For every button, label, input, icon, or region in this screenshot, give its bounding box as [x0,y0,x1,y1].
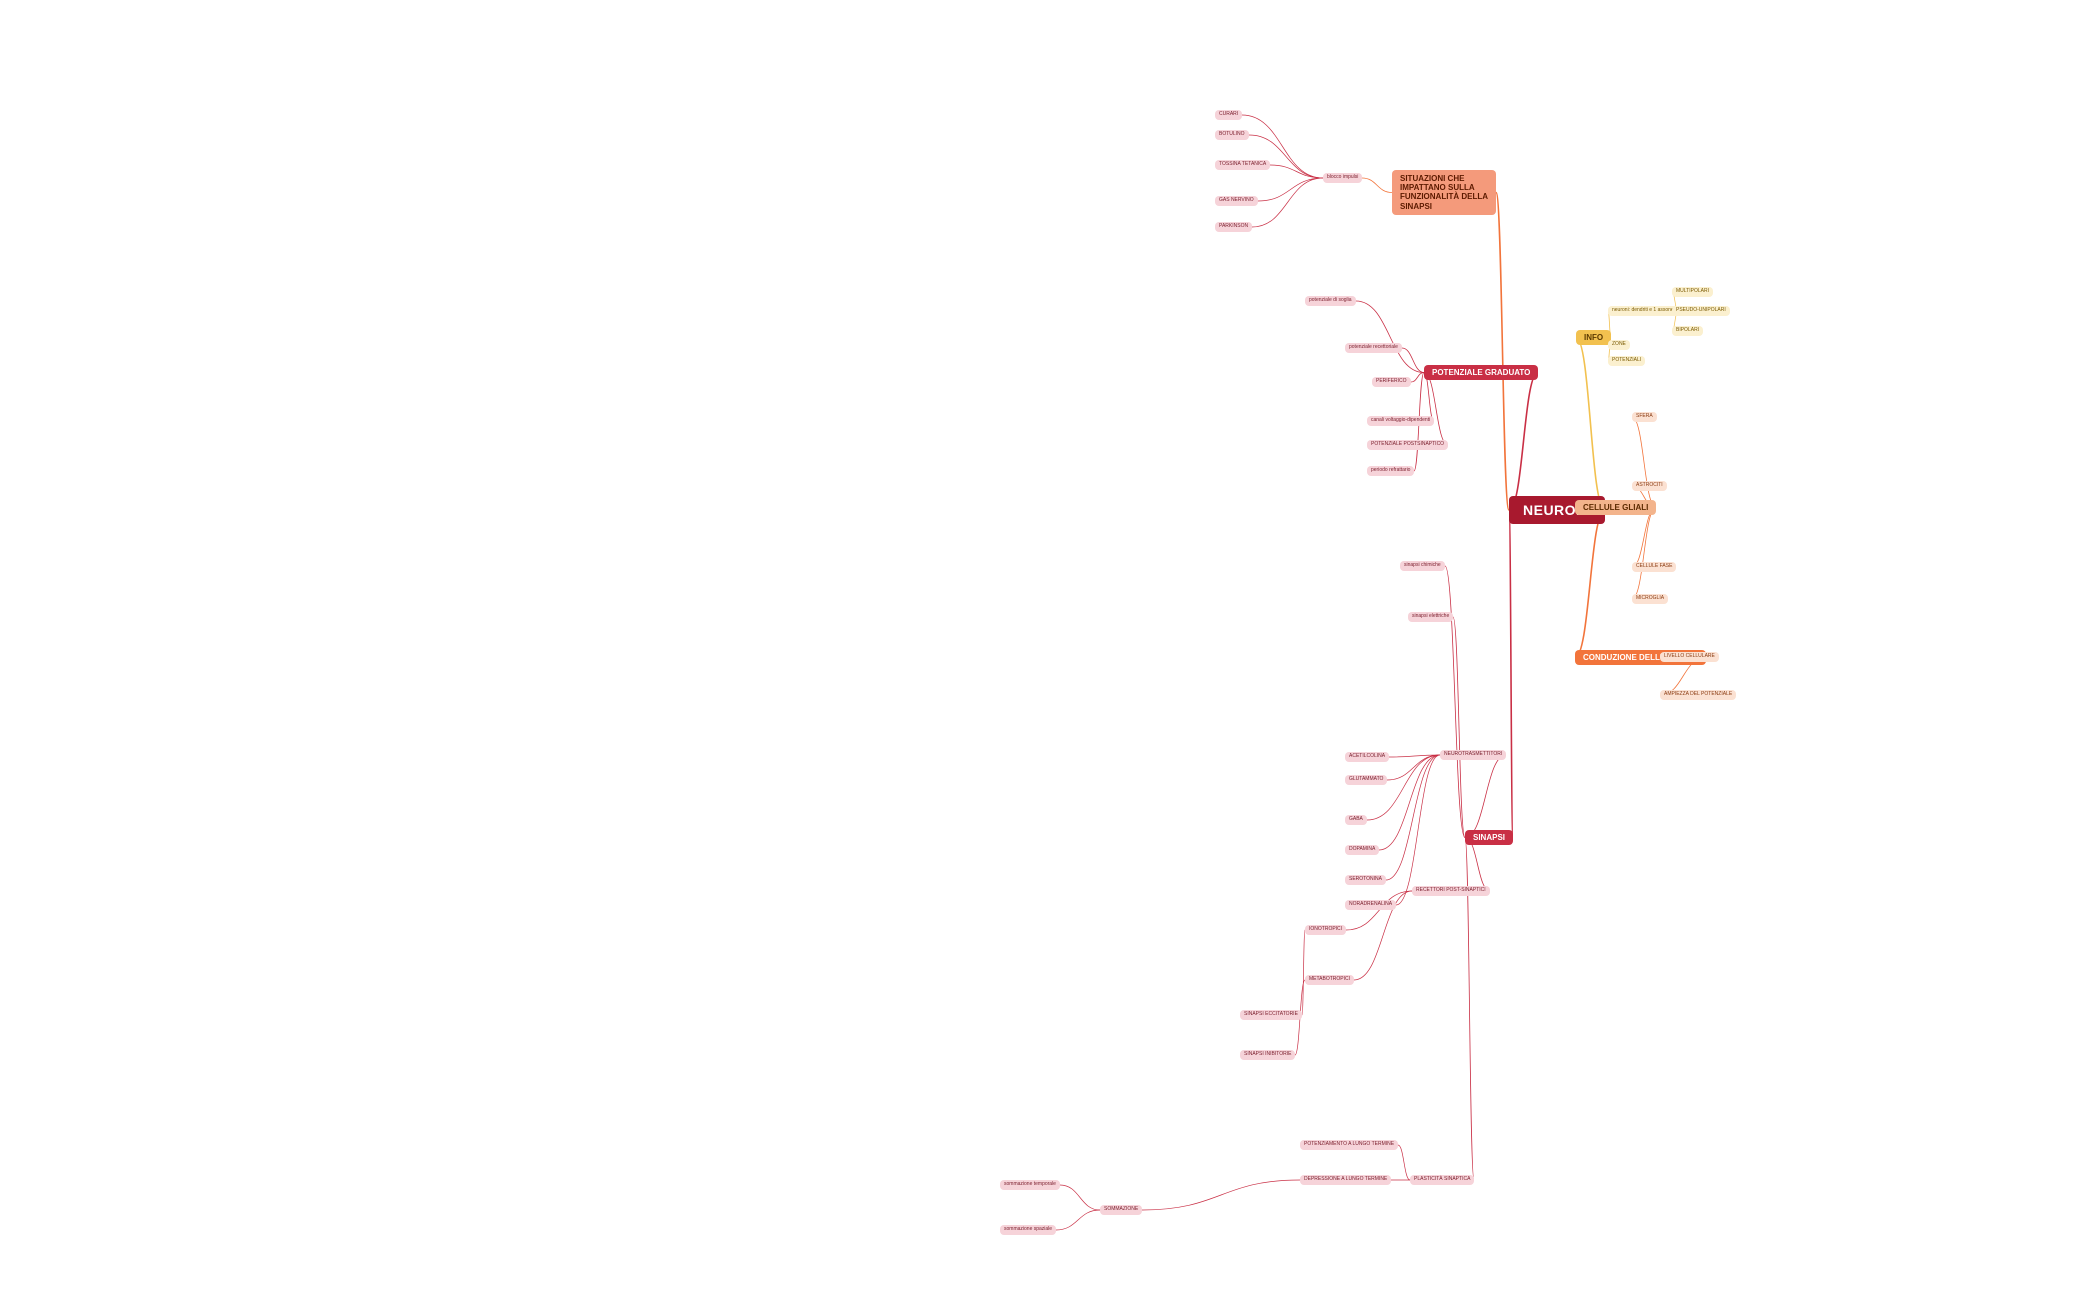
link-rec-1 [1353,890,1413,981]
link-situazioni-1 [1248,134,1324,179]
link-nt-2 [1366,754,1441,821]
situazioni-gas-nervino[interactable]: GAS NERVINO [1215,196,1258,206]
branch-info[interactable]: INFO [1576,330,1612,346]
situazioni-parkinson[interactable]: PARKINSON [1215,222,1253,232]
sinapsi-eccitatorie[interactable]: SINAPSI ECCITATORIE [1240,1010,1302,1020]
link-potenziale-1 [1401,347,1425,373]
sinapsi-recettori-post[interactable]: RECETTORI POST-SINAPTICI [1412,886,1490,896]
nt-glutammato[interactable]: GLUTAMMATO [1345,775,1388,785]
sinapsi-inibitorie[interactable]: SINAPSI INIBITORIE [1240,1050,1296,1060]
nt-noradrenalina[interactable]: NORADRENALINA [1345,900,1397,910]
plasticita-ltp[interactable]: POTENZIAMENTO A LUNGO TERMINE [1300,1140,1399,1150]
situazioni-curari[interactable]: CURARI [1215,110,1243,120]
link-center-conduzione [1574,509,1606,659]
link-rec-0 [1345,890,1413,931]
link-situazioni-2 [1269,164,1324,179]
link-center-sinapsi [1508,509,1514,839]
link-sinapsi-4 [1464,837,1475,1181]
link-nt-0 [1388,754,1441,758]
link-situazioni-3 [1257,177,1324,202]
potenziale-refrattario[interactable]: periodo refrattario [1367,466,1415,476]
link-center-situazioni [1495,191,1510,511]
info-pseudo-unipolari[interactable]: PSEUDO-UNIPOLARI [1672,306,1730,316]
link-sinapsi-0 [1444,565,1466,838]
branch-cellule-gliali[interactable]: CELLULE GLIALI [1575,500,1657,516]
plasticita-ltd[interactable]: DEPRESSIONE A LUNGO TERMINE [1300,1175,1392,1185]
sinapsi-plasticita[interactable]: PLASTICITÀ SINAPTICA [1410,1175,1475,1185]
link-nt-5 [1395,754,1441,906]
sinapsi-sommazione[interactable]: SOMMAZIONE [1100,1205,1143,1215]
link-somma [1141,1179,1301,1211]
cellule-sfera[interactable]: SFERA [1632,412,1657,422]
recettori-ionotropici[interactable]: IONOTROPICI [1305,925,1347,935]
potenziale-periferico[interactable]: PERIFERICO [1372,377,1411,387]
cellule-fase[interactable]: CELLULE FASE [1632,562,1677,572]
info-bipolari[interactable]: BIPOLARI [1672,326,1704,336]
link-somma-1 [1055,1209,1101,1231]
cellule-astrociti[interactable]: ASTROCITI [1632,481,1667,491]
sommazione-spaziale[interactable]: sommazione spaziale [1000,1225,1057,1235]
info-multipolari[interactable]: MULTIPOLARI [1672,287,1713,297]
link-center-potenziale [1508,371,1539,511]
sommazione-temporale[interactable]: sommazione temporale [1000,1180,1060,1190]
branch-situazioni-sinapsi[interactable]: SITUAZIONI CHE IMPATTANO SULLA FUNZIONAL… [1392,170,1496,215]
sinapsi-elettriche[interactable]: sinapsi elettriche [1408,612,1454,622]
link-situazioni-4 [1251,177,1324,228]
link-potenziale-2 [1410,372,1425,383]
potenziale-recettoriale[interactable]: potenziale recettoriale [1345,343,1402,353]
link-nt-4 [1385,754,1441,881]
link-somma-0 [1059,1184,1101,1211]
info-neuroni-dendriti[interactable]: neuroni: dendriti e 1 assone [1608,306,1678,316]
potenziale-soglia[interactable]: potenziale di soglia [1305,296,1356,306]
situazioni-blocco-impulsi[interactable]: blocco impulsi [1323,173,1363,183]
link-cellule-0 [1631,416,1657,508]
link-nt-3 [1378,754,1441,851]
info-zone[interactable]: ZONE [1608,340,1630,350]
nt-serotonina[interactable]: SEROTONINA [1345,875,1386,885]
link-sinapsi-2 [1464,754,1507,838]
situazioni-botulino[interactable]: BOTULINO [1215,130,1249,140]
link-potenziale-0 [1355,300,1425,373]
link-situazioni-0 [1241,114,1324,179]
recettori-metabotropici[interactable]: METABOTROPICI [1305,975,1355,985]
nt-acetilcolina[interactable]: ACETILCOLINA [1345,752,1390,762]
link-cellule-3 [1631,507,1657,600]
conduzione-ampiezza[interactable]: AMPIEZZA DEL POTENZIALE [1660,690,1737,700]
link-sinapsi-3 [1464,837,1491,892]
link-situazioni-blocco [1361,177,1393,193]
link-plast-0 [1397,1144,1411,1181]
nt-gaba[interactable]: GABA [1345,815,1367,825]
link-ecc [1301,929,1306,1016]
link-sinapsi-1 [1452,616,1466,838]
potenziale-postsinaptico[interactable]: POTENZIALE POSTSINAPTICO [1367,440,1449,450]
potenziale-canali[interactable]: canali voltaggio-dipendenti [1367,416,1435,426]
sinapsi-neurotrasmettitori[interactable]: NEUROTRASMETTITORI [1440,750,1507,760]
cellule-microglia[interactable]: MICROGLIA [1632,594,1669,604]
link-cellule-2 [1631,507,1657,568]
link-center-info [1575,336,1606,511]
situazioni-tossina-tetanica[interactable]: TOSSINA TETANICA [1215,160,1271,170]
conduzione-livello-cellulare[interactable]: LIVELLO CELLULARE [1660,652,1719,662]
sinapsi-chimiche[interactable]: sinapsi chimiche [1400,561,1445,571]
nt-dopamina[interactable]: DOPAMINA [1345,845,1380,855]
info-potenziali[interactable]: POTENZIALI [1608,356,1646,366]
branch-sinapsi[interactable]: SINAPSI [1465,830,1514,846]
branch-potenziale-graduato[interactable]: POTENZIALE GRADUATO [1424,365,1539,381]
